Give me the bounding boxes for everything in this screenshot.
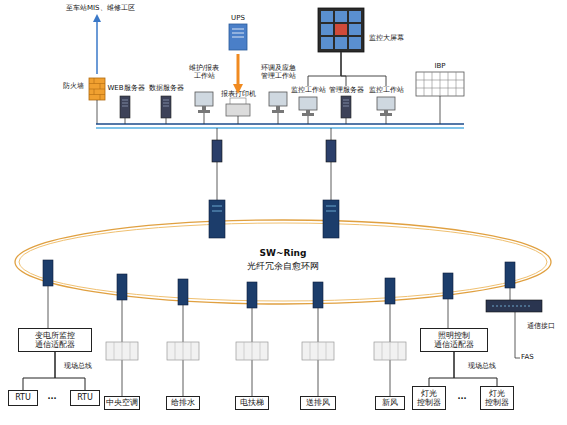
process-box: 照明控制 通信适配器 — [420, 328, 488, 352]
process-box: 电扶梯 — [235, 396, 269, 410]
equipment-node: 监控工作站 — [368, 86, 404, 118]
equipment-node: 通信接口 — [486, 300, 542, 312]
box-label: RTU — [15, 393, 31, 402]
equipment-node: 防火墙 — [88, 74, 106, 100]
equipment-label: UPS — [226, 14, 250, 22]
box-label: 照明控制 通信适配器 — [421, 331, 487, 349]
equipment-node: 维护/报表 工作站 — [186, 64, 222, 118]
box-label: 灯光 控制器 — [481, 389, 513, 407]
free-label: 现场总线 — [462, 362, 502, 370]
process-box: 新风 — [375, 396, 405, 410]
equipment-label: 维护/报表 工作站 — [186, 64, 222, 80]
equipment-node: IBP — [414, 62, 466, 96]
equipment-node: 监控大屏幕 — [318, 8, 364, 52]
equipment-label: 监控大屏幕 — [366, 34, 406, 42]
process-box: 给排水 — [166, 396, 200, 410]
equipment-label: 监控工作站 — [290, 86, 326, 94]
process-box: 变电所监控 通信适配器 — [18, 328, 92, 352]
equipment-node: 监控工作站 — [290, 86, 326, 118]
connector — [237, 54, 240, 90]
free-label: SW~Ring — [243, 248, 323, 258]
free-label: 现场总线 — [58, 362, 98, 370]
connector — [308, 52, 341, 86]
equipment-node: 报表打印机 — [218, 90, 258, 118]
process-box: 灯光 控制器 — [480, 386, 514, 410]
free-label: ... — [40, 392, 64, 401]
equipment-node: 数据服务器 — [148, 84, 184, 118]
connector — [23, 352, 55, 390]
equipment-label: 监控工作站 — [368, 86, 404, 94]
connector — [341, 52, 346, 86]
process-box: 中央空调 — [104, 396, 140, 410]
process-box: RTU — [8, 390, 38, 406]
process-box: RTU — [70, 390, 100, 406]
box-label: 新风 — [382, 398, 398, 407]
equipment-node: WEB服务器 — [106, 84, 146, 118]
free-label: FAS — [521, 353, 545, 361]
box-label: RTU — [77, 393, 93, 402]
connector — [429, 352, 454, 386]
box-label: 电扶梯 — [240, 398, 264, 407]
process-box: 灯光 控制器 — [412, 386, 446, 410]
equipment-label: 通信接口 — [524, 322, 558, 330]
box-label: 给排水 — [171, 398, 195, 407]
free-label: 至车站MIS、维修工区 — [66, 4, 156, 12]
equipment-label: WEB服务器 — [106, 84, 146, 92]
free-label: ... — [450, 392, 474, 401]
equipment-label: 环调及应急 管理工作站 — [258, 64, 298, 80]
equipment-label: 报表打印机 — [218, 90, 258, 98]
equipment-node: 管理服务器 — [328, 86, 364, 118]
box-label: 灯光 控制器 — [413, 389, 445, 407]
equipment-node: UPS — [226, 14, 250, 54]
free-label: 光纤冗余自愈环网 — [233, 261, 333, 271]
box-label: 送排风 — [306, 398, 330, 407]
equipment-label: IBP — [414, 62, 466, 70]
box-label: 中央空调 — [106, 398, 138, 407]
connector — [341, 52, 386, 86]
equipment-label: 管理服务器 — [328, 86, 364, 94]
equipment-label: 防火墙 — [60, 82, 86, 90]
process-box: 送排风 — [300, 396, 336, 410]
box-label: 变电所监控 通信适配器 — [19, 331, 91, 349]
connector — [55, 352, 85, 390]
equipment-label: 数据服务器 — [148, 84, 184, 92]
